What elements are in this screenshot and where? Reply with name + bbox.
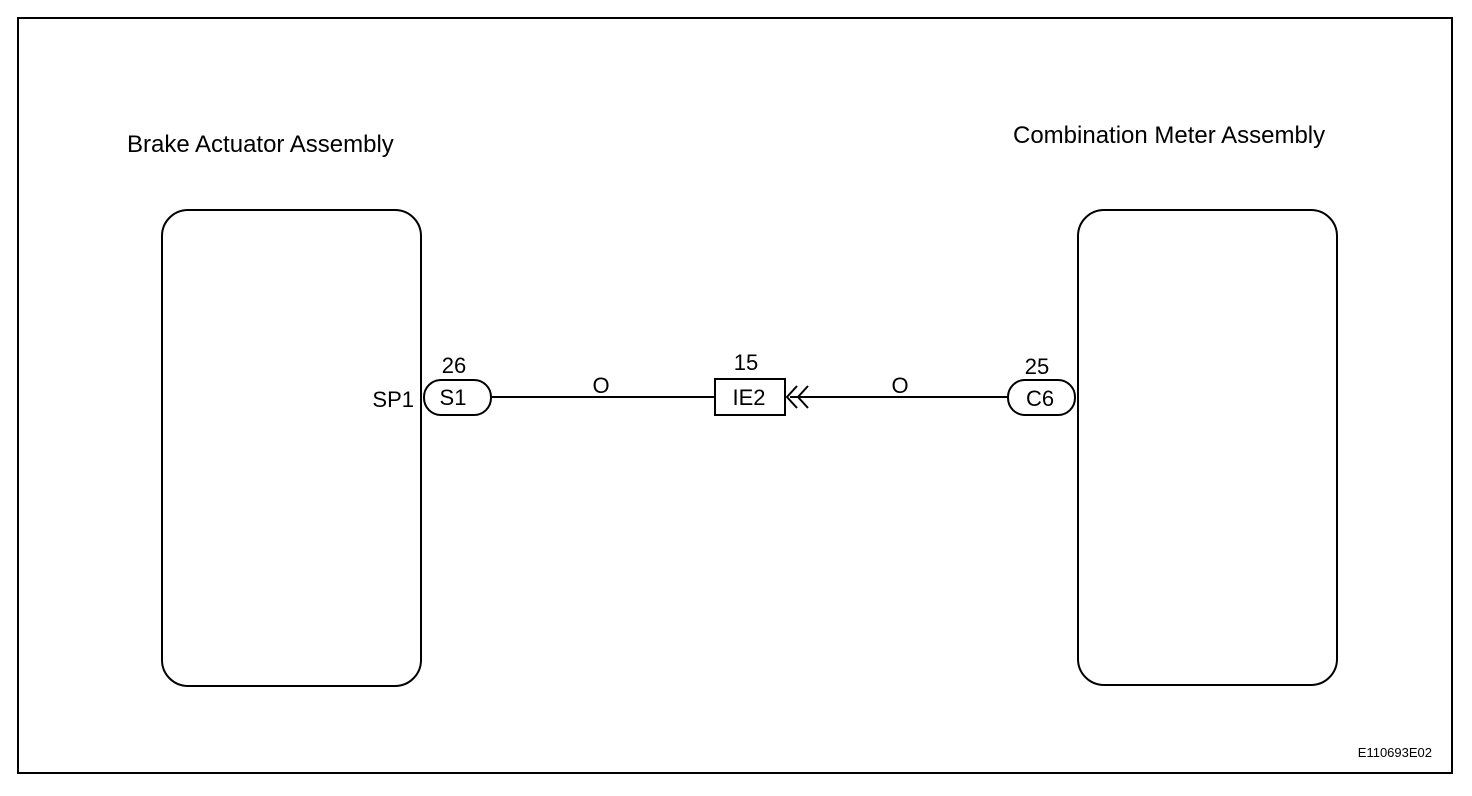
figure-id: E110693E02 bbox=[1358, 745, 1432, 760]
left-connector-code: S1 bbox=[440, 385, 467, 410]
right-pin-number: 25 bbox=[1025, 354, 1049, 379]
wire-right-color-label: O bbox=[891, 373, 908, 398]
junction-pin-number: 15 bbox=[734, 350, 758, 375]
combination-meter-title: Combination Meter Assembly bbox=[1013, 122, 1325, 149]
junction-connector-code: IE2 bbox=[732, 385, 765, 410]
left-terminal-label: SP1 bbox=[372, 387, 414, 412]
left-connector bbox=[423, 379, 492, 416]
brake-actuator-title: Brake Actuator Assembly bbox=[127, 131, 394, 158]
combination-meter-box bbox=[1077, 209, 1338, 686]
right-connector-code: C6 bbox=[1026, 386, 1054, 411]
junction-connector bbox=[714, 378, 786, 416]
brake-actuator-box bbox=[161, 209, 422, 687]
left-pin-number: 26 bbox=[442, 353, 466, 378]
right-connector bbox=[1007, 379, 1076, 416]
junction-chevron-icon bbox=[785, 385, 809, 409]
wire-left-color-label: O bbox=[592, 373, 609, 398]
